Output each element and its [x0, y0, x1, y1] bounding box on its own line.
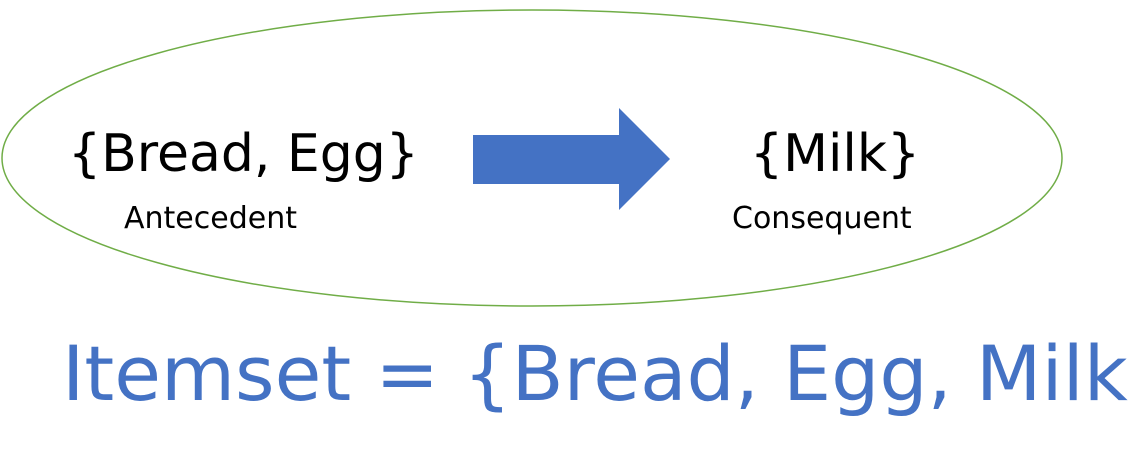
- consequent-set: {Milk}: [750, 124, 921, 184]
- antecedent-set: {Bread, Egg}: [68, 124, 419, 184]
- antecedent-label: Antecedent: [124, 201, 297, 236]
- consequent-label: Consequent: [732, 201, 912, 236]
- itemset-equation: Itemset = {Bread, Egg, Milk}: [62, 329, 1136, 418]
- right-arrow-icon: [473, 108, 670, 210]
- rule-ellipse: [1, 9, 1063, 307]
